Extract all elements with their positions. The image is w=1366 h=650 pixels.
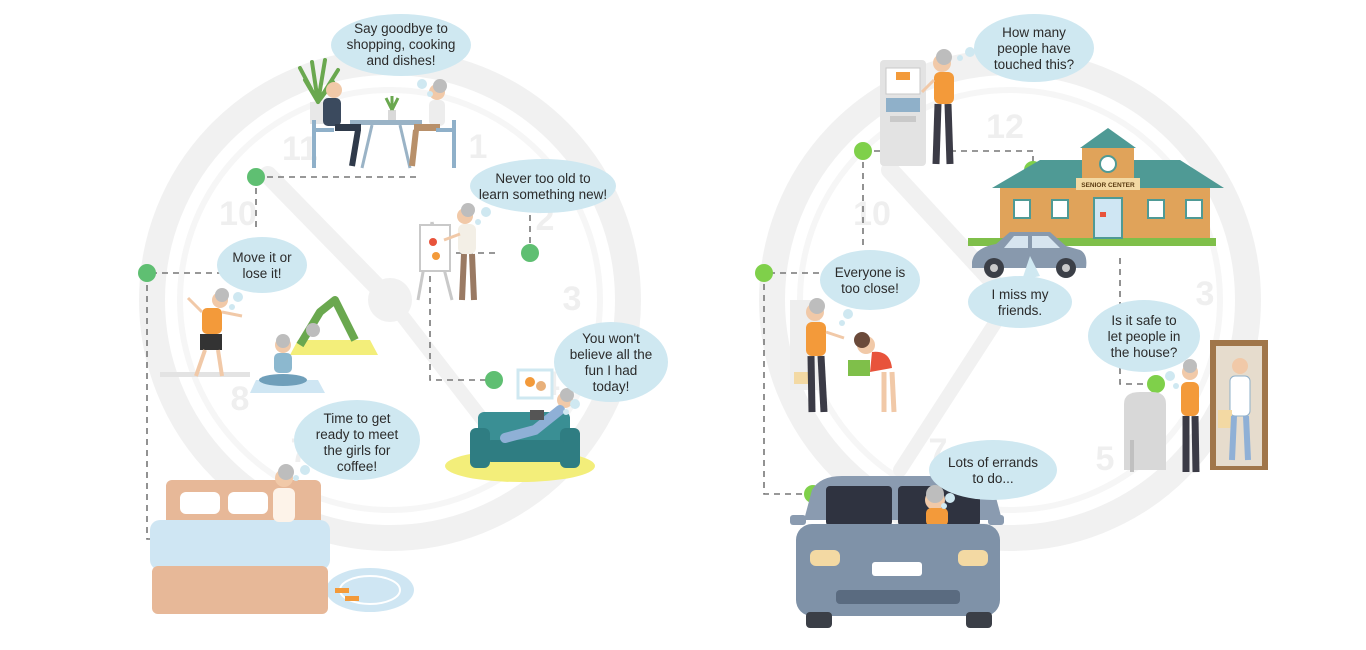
bubble-line: Is it safe to: [1111, 313, 1176, 328]
bubble-line: and dishes!: [366, 53, 435, 68]
right-timeline-path: [763, 150, 1156, 495]
bubble-line: learn something new!: [479, 187, 607, 202]
speech-bubble-friends: I miss my friends.: [968, 256, 1072, 328]
bubble-line: Never too old to: [495, 171, 590, 186]
clock-numeral: 12: [986, 108, 1024, 146]
speech-bubble-fun: You won't believe all the fun I had toda…: [554, 322, 668, 415]
bed-scene-illustration: [150, 464, 414, 614]
grocery-scene-illustration: [790, 298, 897, 413]
bubble-line: Lots of errands: [948, 455, 1038, 470]
door-scene-illustration: [1124, 340, 1268, 473]
clock-numeral: 8: [231, 380, 250, 418]
bubble-line: today!: [593, 379, 630, 394]
bubble-line: Say goodbye to: [354, 21, 448, 36]
sofa-scene-illustration: [445, 368, 595, 482]
bubble-line: fun I had: [585, 363, 638, 378]
speech-bubble-touched: How many people have touched this?: [957, 14, 1094, 82]
clock-numeral: 10: [219, 195, 257, 233]
atm-scene-illustration: [880, 49, 954, 166]
bubble-line: believe all the: [570, 347, 653, 362]
bubble-line: coffee!: [337, 459, 377, 474]
bubble-line: I miss my: [992, 287, 1049, 302]
senior-center-illustration: SENIOR CENTER: [968, 128, 1224, 246]
bubble-line: How many: [1002, 25, 1066, 40]
timeline-node: [1147, 375, 1165, 393]
bubble-line: Everyone is: [835, 265, 906, 280]
speech-bubble-safe: Is it safe to let people in the house?: [1088, 300, 1200, 389]
speech-bubble-close: Everyone is too close!: [820, 250, 920, 326]
bubble-line: to do...: [972, 471, 1013, 486]
exercise-scene-illustration: [160, 288, 378, 393]
bubble-line: shopping, cooking: [347, 37, 456, 52]
speech-bubble-move: Move it or lose it!: [217, 237, 307, 310]
timeline-node: [138, 264, 156, 282]
timeline-node: [521, 244, 539, 262]
timeline-node: [485, 371, 503, 389]
speech-bubble-coffee: Time to get ready to meet the girls for …: [293, 400, 420, 481]
bubble-line: Move it or: [232, 250, 292, 265]
bubble-line: people have: [997, 41, 1071, 56]
bubble-line: too close!: [841, 281, 899, 296]
bubble-line: the house?: [1111, 345, 1178, 360]
clock-numeral: 3: [563, 280, 582, 318]
timeline-node: [247, 168, 265, 186]
senior-center-sign: SENIOR CENTER: [1081, 182, 1135, 189]
painting-scene-illustration: [416, 203, 477, 301]
bubble-line: let people in: [1108, 329, 1181, 344]
dining-scene-illustration: [298, 58, 456, 169]
bubble-line: touched this?: [994, 57, 1074, 72]
bubble-line: lose it!: [242, 266, 281, 281]
bubble-line: Time to get: [323, 411, 390, 426]
small-car-illustration: [972, 232, 1087, 278]
timeline-node: [854, 142, 872, 160]
speech-bubble-errands: Lots of errands to do...: [929, 440, 1057, 509]
speech-bubble-shopping: Say goodbye to shopping, cooking and dis…: [331, 14, 471, 97]
bubble-line: the girls for: [324, 443, 391, 458]
clock-numeral: 11: [282, 130, 318, 168]
clock-numeral: 5: [1096, 440, 1115, 478]
big-car-illustration: [790, 476, 1004, 628]
clock-numeral: 1: [469, 128, 488, 166]
bubble-line: You won't: [582, 331, 640, 346]
bubble-line: ready to meet: [316, 427, 399, 442]
bubble-line: friends.: [998, 303, 1042, 318]
speech-bubble-learn: Never too old to learn something new!: [470, 159, 616, 225]
clock-numeral: 3: [1196, 275, 1215, 313]
clock-numeral: 10: [853, 195, 891, 233]
timeline-node: [755, 264, 773, 282]
